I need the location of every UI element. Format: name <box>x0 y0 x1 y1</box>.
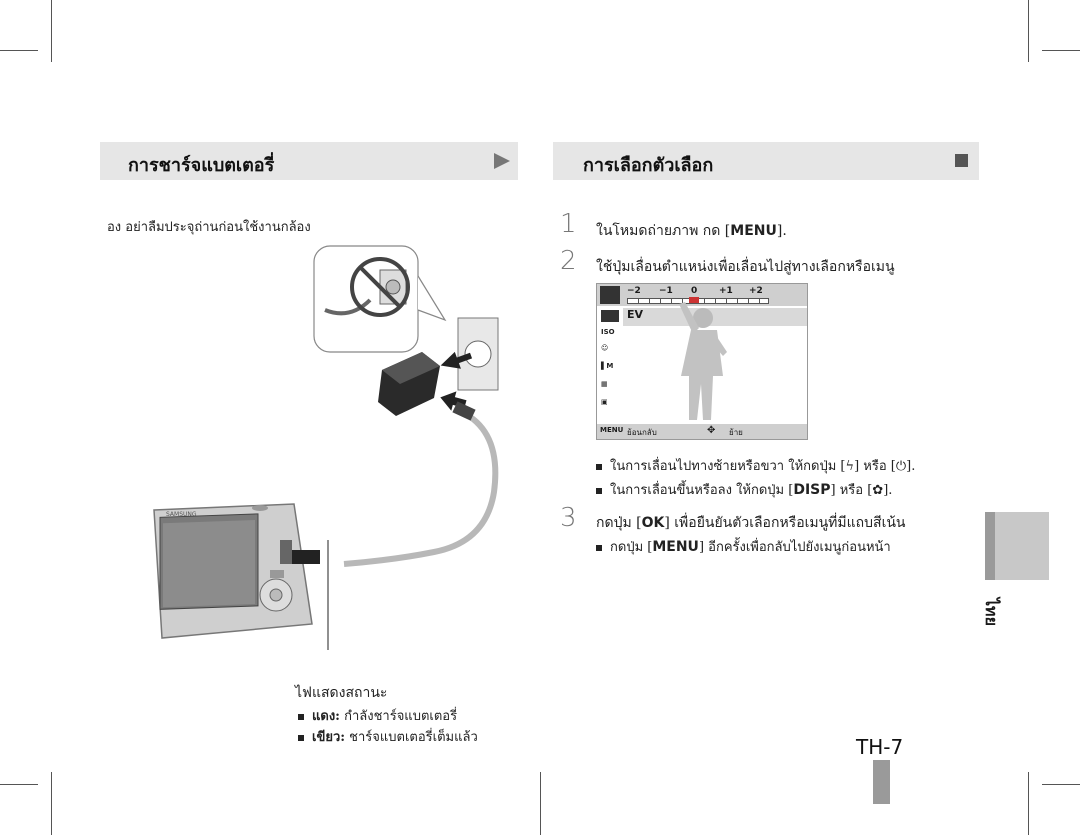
bullet-icon <box>596 544 602 551</box>
play-arrow-icon <box>494 153 510 169</box>
status-item-red: แดง: กำลังชาร์จแบตเตอรี่ <box>298 705 457 726</box>
bullet-icon <box>596 463 602 470</box>
ev-tick-label: −2 <box>627 286 641 296</box>
camera-body: SAMSUNG <box>153 503 320 639</box>
step3-text: กดปุ่ม [OK] เพื่อยืนยันตัวเลือกหรือเมนูท… <box>596 515 906 531</box>
bullet-menu-back: กดปุ่ม [MENU] อีกครั้งเพื่อกลับไปยังเมนู… <box>596 536 891 557</box>
menu-key-label: MENU <box>730 223 777 239</box>
back-label: ย้อนกลับ <box>627 428 657 437</box>
step-number: 2 <box>560 246 577 276</box>
crop-mark <box>0 784 38 785</box>
metering-icon: ▌M <box>601 362 614 370</box>
header-tab-shape <box>553 142 979 180</box>
stop-square-icon <box>955 154 968 167</box>
step-number: 1 <box>560 209 577 239</box>
status-led-heading: ไฟแสดงสถานะ <box>295 685 388 701</box>
ev-slider-marker <box>689 297 699 303</box>
bullet-icon <box>298 713 304 720</box>
flash-icon: ϟ <box>845 459 855 474</box>
menu-key-label: MENU <box>652 539 699 555</box>
move-arrows-icon: ✥ <box>707 425 716 436</box>
ev-tick-label: 0 <box>691 286 698 296</box>
ev-tick-label: +2 <box>749 286 763 296</box>
charging-section-title: การชาร์จแบตเตอรี่ <box>128 155 275 176</box>
disp-key-label: DISP <box>793 482 831 498</box>
ev-row-highlight <box>623 308 807 326</box>
bullet-up-down: ในการเลื่อนขึ้นหรือลง ให้กดปุ่ม [DISP] ห… <box>596 479 892 500</box>
right-section-header: การเลือกตัวเลือก <box>553 142 979 180</box>
page-number: TH-7 <box>856 735 904 759</box>
step-number: 3 <box>560 503 577 533</box>
crop-mark <box>1042 50 1080 51</box>
white-balance-icon: ▦ <box>601 380 608 388</box>
bullet-left-right: ในการเลื่อนไปทางซ้ายหรือขวา ให้กดปุ่ม [ϟ… <box>596 455 915 476</box>
ok-key-label: OK <box>641 515 665 531</box>
bullet-icon <box>596 487 602 494</box>
crop-mark <box>1028 0 1029 62</box>
screen-nav-bar: MENU ย้อนกลับ ✥ ย้าย <box>597 424 807 439</box>
step1-text: ในโหมดถ่ายภาพ กด [MENU]. <box>596 223 787 239</box>
ev-tick-label: −1 <box>659 286 673 296</box>
crop-mark <box>540 772 541 835</box>
move-label: ย้าย <box>729 428 743 437</box>
battery-icon <box>601 310 619 322</box>
no-plug-icon <box>324 257 410 317</box>
ev-tick-label: +1 <box>719 286 733 296</box>
crop-mark <box>1028 772 1029 835</box>
iso-icon: ISO <box>601 328 615 336</box>
status-item-green: เขียว: ชาร์จแบตเตอรี่เต็มแล้ว <box>298 726 478 747</box>
crop-mark <box>1042 784 1080 785</box>
flash-off-icon: ▣ <box>601 398 608 406</box>
ev-label: EV <box>627 308 644 321</box>
camera-brand-label: SAMSUNG <box>166 511 197 518</box>
options-section-title: การเลือกตัวเลือก <box>583 155 714 176</box>
menu-key-label: MENU <box>600 426 624 434</box>
charge-caution-text: อง อย่าลืมประจุถ่านก่อนใช้งานกล้อง <box>107 220 311 235</box>
macro-icon: ✿ <box>872 483 884 498</box>
bullet-icon <box>298 734 304 741</box>
person-silhouette <box>679 302 727 420</box>
crop-mark <box>0 50 38 51</box>
language-tab-edge <box>985 512 995 580</box>
crop-mark <box>51 0 52 62</box>
camera-screen: −2 −1 0 +1 +2 EV ISO ☺ ▌M ▦ ▣ MENU ย้อนก… <box>596 283 808 440</box>
crop-mark <box>51 772 52 835</box>
left-section-header: การชาร์จแบตเตอรี่ <box>100 142 518 180</box>
language-tab-label: ไทย <box>982 598 1001 626</box>
header-tab-shape <box>100 142 518 180</box>
face-detect-icon: ☺ <box>601 344 609 352</box>
charging-illustration: SAMSUNG <box>153 245 499 650</box>
language-tab <box>985 512 1049 580</box>
ev-icon <box>600 286 620 304</box>
timer-icon: ⏻ <box>895 459 907 474</box>
page-marker-block <box>873 760 890 804</box>
step2-text: ใช้ปุ่มเลื่อนตำแหน่งเพื่อเลื่อนไปสู่ทางเ… <box>596 259 895 275</box>
